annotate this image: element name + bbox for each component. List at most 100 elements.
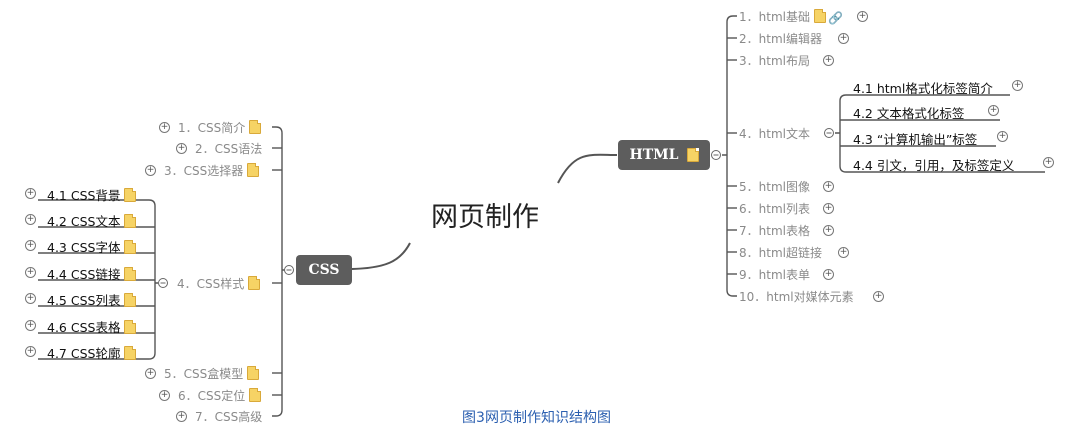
html-item-label: 2．html编辑器 <box>739 32 822 46</box>
child-label: 4.2 文本格式化标签 <box>853 106 965 121</box>
expand-plus-icon[interactable]: + <box>145 368 156 379</box>
expand-plus-icon[interactable]: + <box>823 55 834 66</box>
note-icon[interactable] <box>124 267 137 281</box>
css-style-child-6[interactable]: 4.6 CSS表格 <box>47 317 137 336</box>
expand-plus-icon[interactable]: + <box>1012 80 1023 91</box>
css-item-6[interactable]: 6．CSS定位 <box>178 387 262 404</box>
css-hub[interactable]: CSS <box>296 255 352 285</box>
child-label: 4.3 CSS字体 <box>47 240 121 255</box>
connector-root-html <box>557 153 618 184</box>
html-spine <box>722 15 737 297</box>
note-icon[interactable] <box>249 120 262 134</box>
html-item-7[interactable]: 7．html表格 <box>739 222 810 239</box>
figure-caption: 图3网页制作知识结构图 <box>462 410 611 426</box>
expand-plus-icon[interactable]: + <box>159 390 170 401</box>
expand-plus-icon[interactable]: + <box>857 11 868 22</box>
html-hub[interactable]: HTML <box>618 140 710 170</box>
html-item-9[interactable]: 9．html表单 <box>739 266 810 283</box>
html-item-label: 10．html对媒体元素 <box>739 290 854 304</box>
note-icon[interactable] <box>124 293 137 307</box>
expand-plus-icon[interactable]: + <box>25 188 36 199</box>
css-style-child-1[interactable]: 4.1 CSS背景 <box>47 185 137 204</box>
note-icon[interactable] <box>124 320 137 334</box>
css-hub-label: CSS <box>308 262 340 278</box>
css-item-label: 2．CSS语法 <box>195 142 263 156</box>
link-icon[interactable]: 🔗 <box>827 11 843 25</box>
css-item-label: 7．CSS高级 <box>195 410 263 424</box>
css-style-child-4[interactable]: 4.4 CSS链接 <box>47 264 137 283</box>
expand-plus-icon[interactable]: + <box>838 247 849 258</box>
expand-plus-icon[interactable]: + <box>25 293 36 304</box>
note-icon[interactable] <box>247 163 260 177</box>
child-label: 4.1 CSS背景 <box>47 188 121 203</box>
child-label: 4.4 引文，引用，及标签定义 <box>853 158 1015 173</box>
expand-plus-icon[interactable]: + <box>823 269 834 280</box>
css-item-1[interactable]: 1．CSS简介 <box>178 119 262 136</box>
html-item-2[interactable]: 2．html编辑器 <box>739 30 822 47</box>
html-item-4[interactable]: 4．html文本 <box>739 125 810 142</box>
expand-plus-icon[interactable]: + <box>176 411 187 422</box>
html-text-child-1[interactable]: 4.1 html格式化标签简介 <box>853 78 993 97</box>
css-item-5[interactable]: 5．CSS盒模型 <box>164 365 260 382</box>
expand-plus-icon[interactable]: + <box>25 214 36 225</box>
html-item-10[interactable]: 10．html对媒体元素 <box>739 288 854 305</box>
css-item-7[interactable]: 7．CSS高级 <box>195 408 262 425</box>
html-text-child-2[interactable]: 4.2 文本格式化标签 <box>853 103 964 122</box>
expand-plus-icon[interactable]: + <box>159 122 170 133</box>
expand-plus-icon[interactable]: + <box>988 105 999 116</box>
html-item-label: 5．html图像 <box>739 180 810 194</box>
html-item-label: 8．html超链接 <box>739 246 822 260</box>
child-label: 4.5 CSS列表 <box>47 293 121 308</box>
child-label: 4.3 “计算机输出”标签 <box>853 132 978 147</box>
note-icon[interactable] <box>124 214 137 228</box>
child-label: 4.2 CSS文本 <box>47 214 121 229</box>
html-item-label: 7．html表格 <box>739 224 810 238</box>
html-item-label: 1．html基础 <box>739 10 810 24</box>
css-item-4[interactable]: 4．CSS样式 <box>177 275 261 292</box>
expand-plus-icon[interactable]: + <box>823 181 834 192</box>
expand-plus-icon[interactable]: + <box>25 346 36 357</box>
css-style-child-7[interactable]: 4.7 CSS轮廓 <box>47 343 137 362</box>
expand-plus-icon[interactable]: + <box>1043 157 1054 168</box>
expand-plus-icon[interactable]: + <box>145 165 156 176</box>
html-item-1[interactable]: 1．html基础 🔗 <box>739 8 843 25</box>
html-item-6[interactable]: 6．html列表 <box>739 200 810 217</box>
css-item-label: 6．CSS定位 <box>178 389 246 403</box>
note-icon[interactable] <box>686 148 699 162</box>
note-icon[interactable] <box>813 9 826 23</box>
html-text-bracket <box>835 94 1045 173</box>
css-style-child-5[interactable]: 4.5 CSS列表 <box>47 290 137 309</box>
expand-plus-icon[interactable]: + <box>873 291 884 302</box>
css-style-bracket <box>38 199 158 360</box>
expand-plus-icon[interactable]: + <box>25 267 36 278</box>
expand-plus-icon[interactable]: + <box>25 240 36 251</box>
css-item-2[interactable]: 2．CSS语法 <box>195 140 262 157</box>
expand-plus-icon[interactable]: + <box>823 225 834 236</box>
expand-plus-icon[interactable]: + <box>25 320 36 331</box>
expand-plus-icon[interactable]: + <box>997 131 1008 142</box>
css-item-3[interactable]: 3．CSS选择器 <box>164 162 260 179</box>
html-item-8[interactable]: 8．html超链接 <box>739 244 822 261</box>
html-item-5[interactable]: 5．html图像 <box>739 178 810 195</box>
note-icon[interactable] <box>124 240 137 254</box>
child-label: 4.1 html格式化标签简介 <box>853 81 993 96</box>
child-label: 4.4 CSS链接 <box>47 267 121 282</box>
css-style-child-3[interactable]: 4.3 CSS字体 <box>47 237 137 256</box>
note-icon[interactable] <box>124 188 137 202</box>
note-icon[interactable] <box>247 366 260 380</box>
html-item-label: 4．html文本 <box>739 127 810 141</box>
note-icon[interactable] <box>249 388 262 402</box>
expand-plus-icon[interactable]: + <box>823 203 834 214</box>
html-text-child-4[interactable]: 4.4 引文，引用，及标签定义 <box>853 155 1014 174</box>
note-icon[interactable] <box>248 276 261 290</box>
expand-plus-icon[interactable]: + <box>838 33 849 44</box>
root-topic[interactable]: 网页制作 <box>431 202 539 233</box>
expand-plus-icon[interactable]: + <box>176 143 187 154</box>
note-icon[interactable] <box>124 346 137 360</box>
css-style-child-2[interactable]: 4.2 CSS文本 <box>47 211 137 230</box>
child-label: 4.7 CSS轮廓 <box>47 346 121 361</box>
html-text-child-3[interactable]: 4.3 “计算机输出”标签 <box>853 129 977 148</box>
html-item-label: 3．html布局 <box>739 54 810 68</box>
html-item-3[interactable]: 3．html布局 <box>739 52 810 69</box>
css-item-label: 1．CSS简介 <box>178 121 246 135</box>
